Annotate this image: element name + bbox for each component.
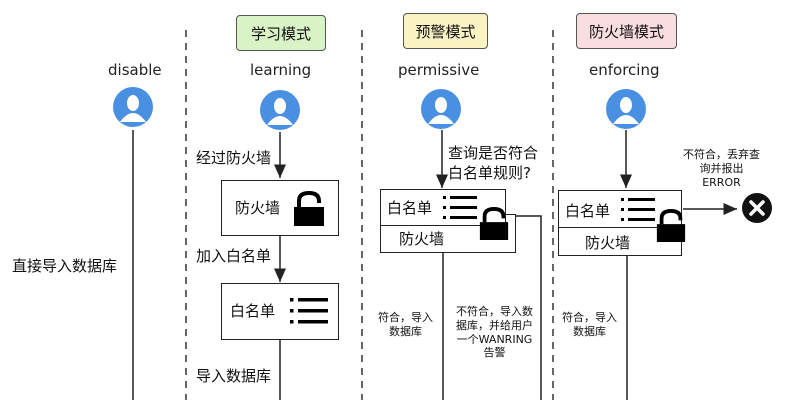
mode-title-permissive: 预警模式	[403, 13, 488, 49]
mode-label-enforcing: enforcing	[589, 61, 660, 79]
user-avatar-icon	[606, 89, 646, 129]
learning-step-add-whitelist: 加入白名单	[196, 247, 272, 265]
learning-whitelist-label: 白名单	[230, 302, 276, 320]
padlock-icon	[294, 191, 324, 226]
permissive-question: 查询是否符合 白名单规则?	[448, 144, 539, 183]
enforcing-whitelist-label: 白名单	[565, 202, 611, 220]
user-avatar-icon	[260, 90, 300, 130]
list-icon	[443, 196, 477, 219]
enforcing-match-note: 符合，导入 数据库	[562, 311, 617, 338]
mode-label-disable: disable	[108, 61, 162, 79]
disable-action-text: 直接导入数据库	[12, 257, 118, 275]
padlock-icon	[656, 209, 686, 242]
permissive-nomatch-line	[505, 215, 542, 400]
learning-step-import-db: 导入数据库	[196, 367, 272, 385]
permissive-whitelist-label: 白名单	[387, 199, 433, 217]
padlock-icon	[479, 207, 509, 240]
reject-x-icon	[742, 193, 772, 223]
mode-title-enforcing: 防火墙模式	[576, 13, 677, 49]
learning-step-pass-firewall: 经过防火墙	[196, 149, 272, 167]
permissive-firewall-label: 防火墙	[399, 230, 445, 248]
enforcing-firewall-label: 防火墙	[585, 234, 631, 252]
learning-whitelist-box: 白名单	[221, 283, 339, 340]
list-icon	[621, 198, 655, 221]
learning-firewall-box: 防火墙	[221, 180, 339, 236]
user-avatar-icon	[421, 89, 461, 129]
mode-title-learning: 学习模式	[236, 15, 326, 51]
permissive-nomatch-note: 不符合，导入数 据库，并给用户 一个WANRING 告警	[456, 305, 533, 360]
mode-label-permissive: permissive	[398, 61, 480, 79]
permissive-match-note: 符合，导入 数据库	[378, 311, 433, 338]
list-icon	[290, 298, 328, 324]
mode-label-learning: learning	[250, 61, 312, 79]
enforcing-reject-note: 不符合，丢弃查 询并报出 ERROR	[683, 148, 760, 189]
learning-firewall-label: 防火墙	[235, 199, 281, 217]
enforcing-whitelist-box: 白名单	[558, 190, 682, 228]
user-avatar-icon	[113, 87, 153, 127]
